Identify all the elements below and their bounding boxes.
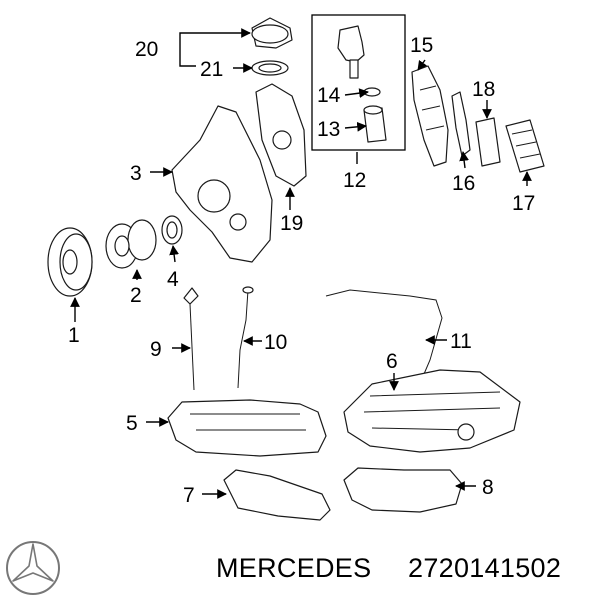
callout-17: 17 [512,192,535,215]
callout-10: 10 [264,331,287,354]
callout-19: 19 [280,212,303,235]
part-16-gasket [451,91,471,157]
part-14-filter-cap [337,25,381,97]
callout-6: 6 [386,350,398,373]
part-3-timing-cover [171,105,273,263]
callout-15: 15 [410,34,433,57]
part-10-dipstick-tube [237,286,254,389]
callout-1: 1 [68,324,80,347]
part-21-seal-ring [251,60,289,76]
callout-21: 21 [200,58,223,81]
callout-3: 3 [130,162,142,185]
callout-4: 4 [167,268,179,291]
footer-brand: MERCEDES [216,553,372,583]
part-1-pulley [47,227,93,297]
callout-14: 14 [317,84,341,107]
callout-11: 11 [450,330,472,353]
part-15-filter-housing [411,65,449,167]
part-5-oil-pan [167,399,327,457]
mercedes-star-logo [6,541,60,595]
callout-13: 13 [317,118,340,141]
part-8-lower-pan [343,467,463,513]
callout-9: 9 [150,338,162,361]
part-11-tube [325,289,443,375]
part-7-pan-gasket [223,469,331,521]
inset-box [311,14,406,151]
part-20-oil-cap [251,17,293,49]
part-19-cover-plate [255,83,307,187]
callout-18: 18 [472,78,495,101]
callout-16: 16 [452,172,475,195]
footer-part-number: 2720141502 [408,553,562,583]
part-6-oil-pan-upper [343,369,521,453]
callout-8: 8 [482,476,494,499]
callout-2: 2 [130,284,142,307]
callout-20: 20 [135,38,158,61]
part-9-dipstick [183,287,199,391]
callout-5: 5 [126,412,138,435]
part-2-damper [105,219,157,269]
part-18-plate [475,117,501,167]
part-13-oil-filter [363,105,387,143]
callout-7: 7 [183,484,195,507]
callout-12: 12 [343,169,366,192]
part-17-cooler [505,119,545,173]
callout-numbers: 20 21 14 13 12 15 16 18 17 3 19 4 2 1 9 … [68,34,535,507]
part-4-seal [161,215,183,245]
leader-lines [70,28,532,499]
